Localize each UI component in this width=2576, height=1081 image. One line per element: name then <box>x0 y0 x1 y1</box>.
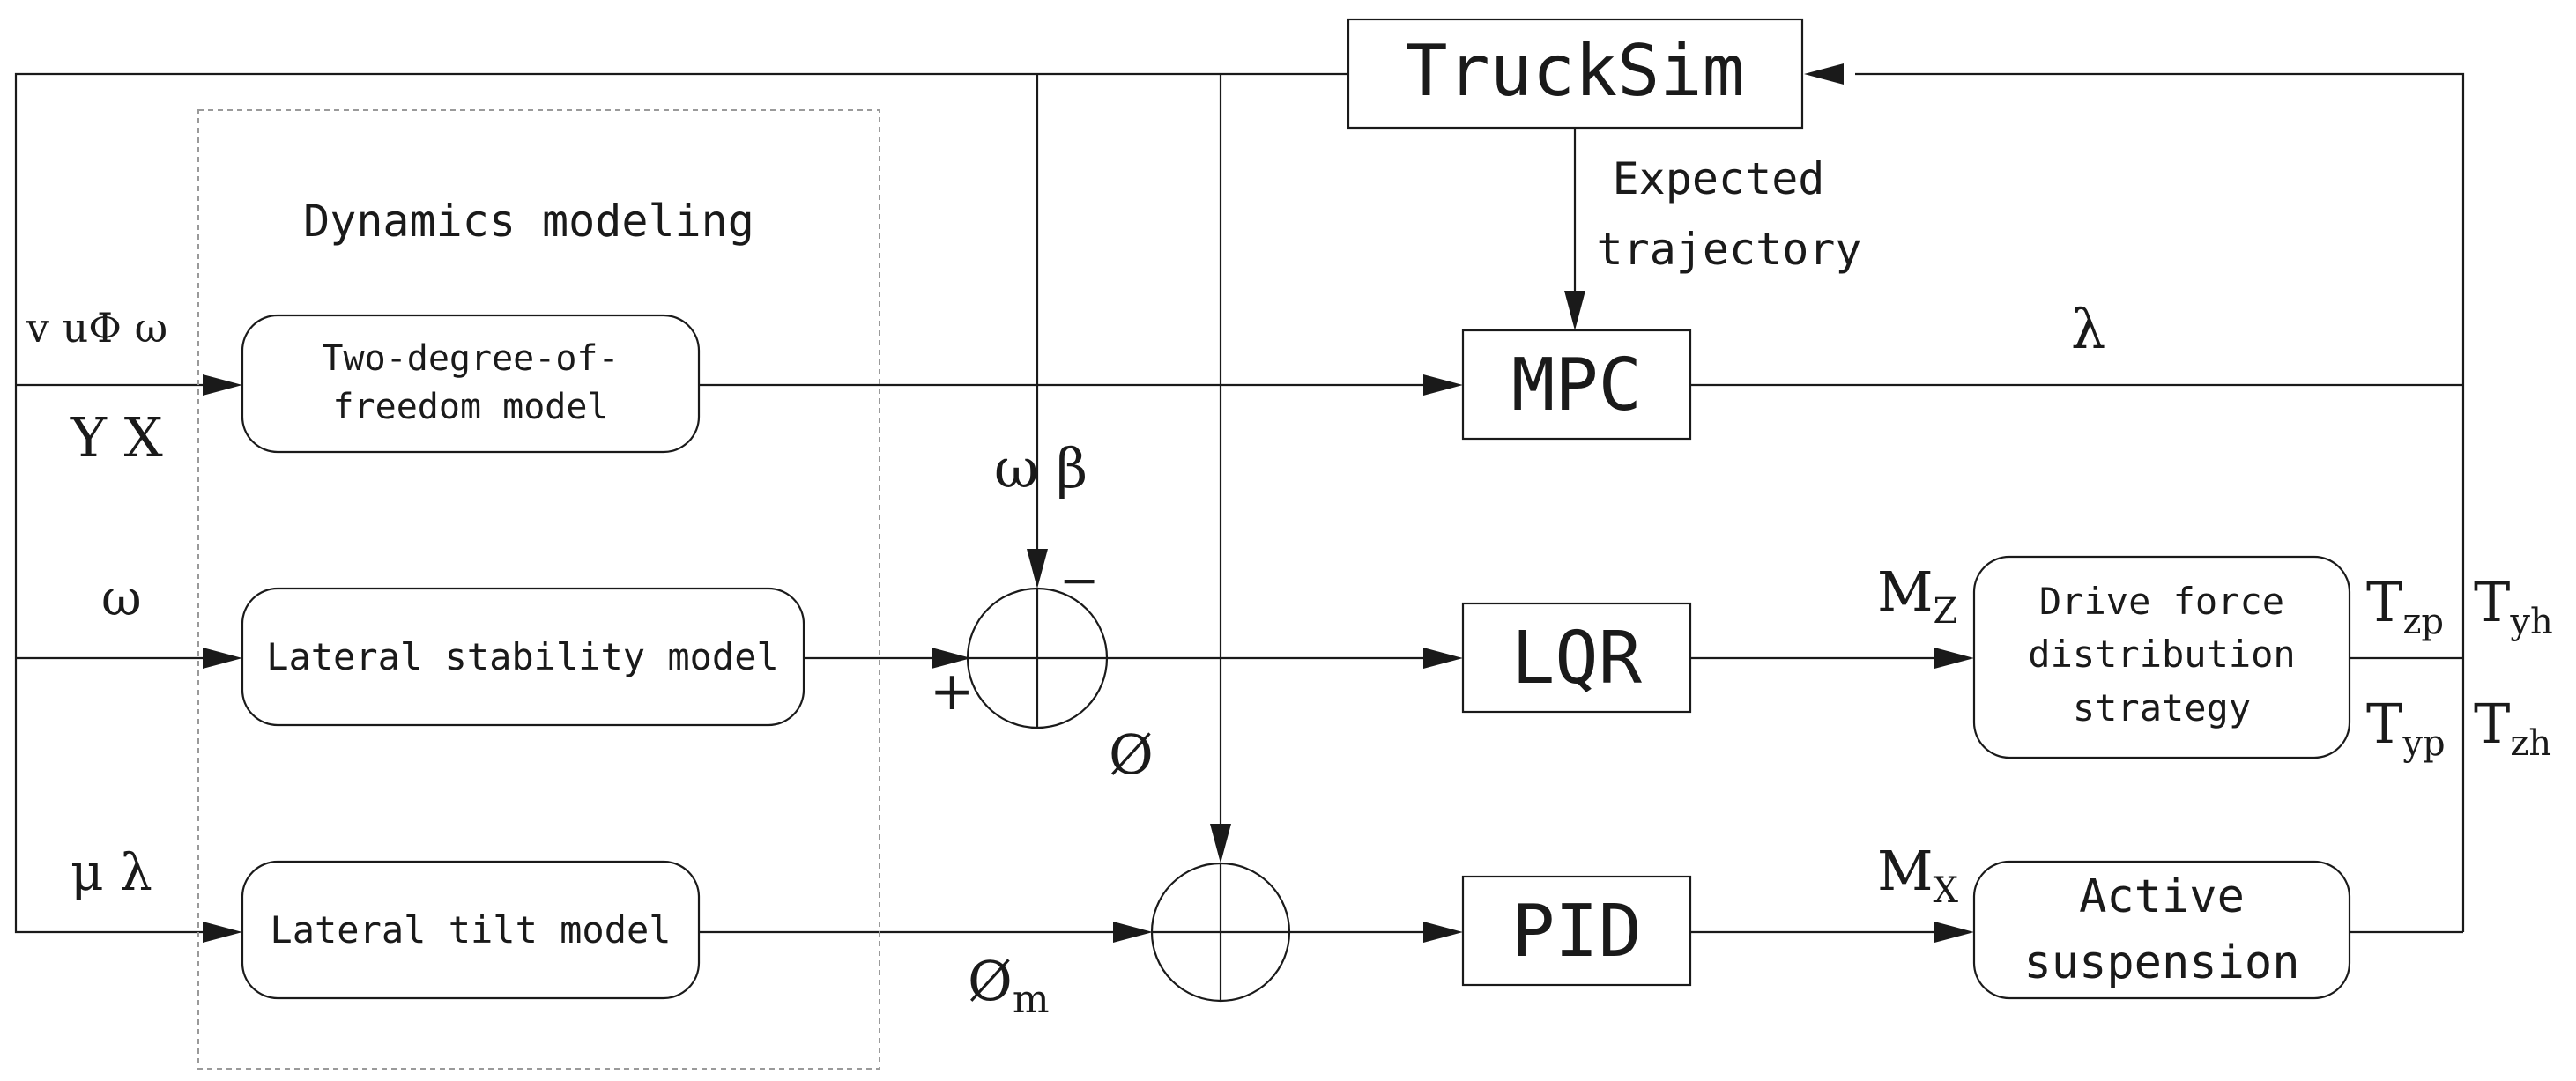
arrow-into-trucksim <box>1804 63 1844 85</box>
arrow-into-lqr <box>1423 648 1463 669</box>
two-dof-model-block[interactable]: Two-degree-of- freedom model <box>241 314 701 454</box>
tyh-label: Tyh <box>2474 570 2553 642</box>
arrow-into-sum2-left <box>1113 922 1153 943</box>
input-row2-label: ω <box>101 570 142 627</box>
lateral-stability-model-block[interactable]: Lateral stability model <box>241 587 805 727</box>
drive-force-label-line2: distribution <box>2028 633 2295 676</box>
arrow-into-sum2-top <box>1210 824 1231 863</box>
right-feedback-wire <box>1855 72 2465 932</box>
dynamics-modeling-title: Dynamics modeling <box>303 196 754 247</box>
two-dof-label-line2: freedom model <box>332 387 608 427</box>
phi-m-label: Øm <box>968 949 1050 1022</box>
pid-block[interactable]: PID <box>1461 875 1692 987</box>
arrow-into-sum1-top <box>1027 549 1048 589</box>
lateral-stability-label: Lateral stability model <box>266 635 779 678</box>
pid-label: PID <box>1511 890 1642 974</box>
active-suspension-block[interactable]: Active suspension <box>1972 860 2351 1000</box>
drive-force-label-line1: Drive force <box>2039 580 2284 623</box>
mx-label: MX <box>1877 839 1958 911</box>
plus-sign: + <box>930 661 974 722</box>
minus-sign: − <box>1059 552 1099 608</box>
active-suspension-label-line1: Active <box>2079 870 2245 923</box>
lambda-label: λ <box>2071 297 2105 361</box>
trucksim-block[interactable]: TruckSim <box>1347 18 1804 130</box>
input-row3-label: μ λ <box>71 842 152 902</box>
two-dof-label-line1: Two-degree-of- <box>322 338 619 379</box>
lateral-tilt-label: Lateral tilt model <box>270 908 671 951</box>
phi-label: Ø <box>1109 722 1154 787</box>
mpc-label: MPC <box>1511 344 1642 427</box>
arrowheads <box>203 63 1974 943</box>
expected-trajectory-line1: Expected <box>1613 153 1825 204</box>
arrow-into-pid <box>1423 922 1463 943</box>
drive-force-distribution-block[interactable]: Drive force distribution strategy <box>1972 555 2351 759</box>
connection-wires <box>14 72 2465 934</box>
arrow-into-tilt <box>203 922 242 943</box>
trucksim-label: TruckSim <box>1405 30 1744 112</box>
tzh-label: Tzh <box>2474 692 2551 764</box>
expected-trajectory-line2: trajectory <box>1596 224 1861 275</box>
arrow-into-suspension <box>1934 922 1974 943</box>
active-suspension-label-line2: suspension <box>2023 937 2299 989</box>
arrow-into-drive-force <box>1934 648 1974 669</box>
arrow-into-mpc <box>1423 374 1463 396</box>
typ-label: Typ <box>2366 692 2446 764</box>
omega-beta-label: ω β <box>994 436 1088 500</box>
lqr-block[interactable]: LQR <box>1461 602 1692 714</box>
dynamics-modeling-group <box>197 109 880 1070</box>
left-bus-wire <box>14 72 1348 934</box>
tzp-label: Tzp <box>2366 570 2444 642</box>
arrow-into-mpc-top <box>1564 291 1585 330</box>
arrow-into-sum1-left <box>932 648 971 669</box>
input-row1-top-label: v uΦ ω <box>26 304 167 352</box>
mpc-block[interactable]: MPC <box>1461 329 1692 441</box>
lqr-label: LQR <box>1511 617 1643 700</box>
summing-junction-lqr <box>966 587 1109 729</box>
arrow-into-two-dof <box>203 374 242 396</box>
mz-label: MZ <box>1877 559 1957 632</box>
summing-junction-pid <box>1150 862 1291 1003</box>
arrow-into-stability <box>203 648 242 669</box>
lateral-tilt-model-block[interactable]: Lateral tilt model <box>241 860 701 1000</box>
input-row1-bottom-label: Y X <box>70 405 163 470</box>
drive-force-label-line3: strategy <box>2073 686 2251 729</box>
